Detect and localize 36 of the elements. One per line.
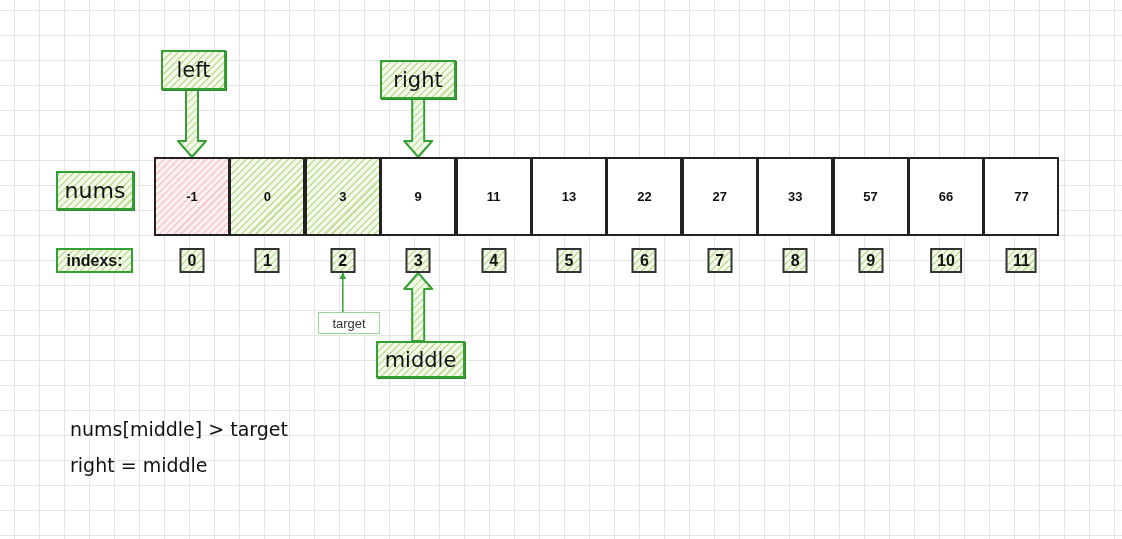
index-tag: 7: [707, 248, 733, 273]
array-cell: 22: [606, 157, 683, 236]
pointer-tag: left: [161, 50, 226, 90]
index-tag: 1: [254, 248, 280, 273]
array-cell: -1: [154, 157, 230, 236]
index-tag: 10: [930, 248, 962, 273]
array-cell: 33: [757, 157, 834, 236]
pointer-tag: middle: [376, 341, 465, 378]
array-cell: 11: [455, 157, 532, 236]
block-arrow: [177, 89, 207, 158]
condition-note: nums[middle] > target: [70, 418, 288, 440]
target-tag: target: [318, 312, 380, 334]
array-cell: 66: [908, 157, 984, 236]
index-tag: 5: [556, 248, 582, 273]
row-label-tag: nums: [56, 171, 134, 210]
index-tag: 0: [179, 248, 205, 273]
array-cell: 3: [304, 157, 381, 236]
array-cell: 13: [531, 157, 607, 236]
block-arrow: [403, 98, 434, 158]
index-tag: 3: [405, 248, 431, 273]
index-tag: 2: [330, 248, 356, 273]
index-tag: 4: [481, 248, 507, 273]
arrow: [339, 272, 347, 313]
array-cell: 9: [380, 157, 457, 236]
index-tag: 9: [858, 248, 884, 273]
array-cell: 0: [229, 157, 306, 236]
array-cell: 77: [983, 157, 1060, 236]
block-arrow: [403, 272, 434, 342]
index-tag: 8: [782, 248, 808, 273]
pointer-tag: right: [380, 60, 456, 99]
array-cell: 57: [832, 157, 909, 236]
row-label-tag: indexs:: [56, 248, 133, 273]
update-note: right = middle: [70, 454, 208, 476]
index-tag: 6: [631, 248, 657, 273]
index-tag: 11: [1005, 248, 1037, 273]
array-cell: 27: [681, 157, 758, 236]
